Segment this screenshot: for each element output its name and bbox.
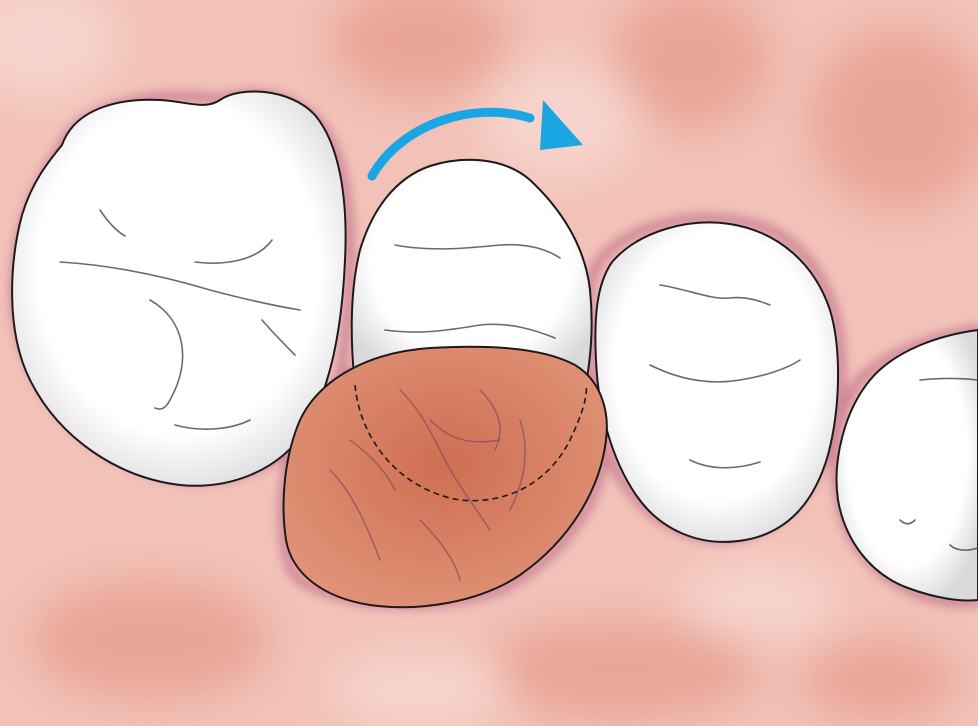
dental-illustration-svg — [0, 0, 978, 726]
dental-illustration — [0, 0, 978, 726]
